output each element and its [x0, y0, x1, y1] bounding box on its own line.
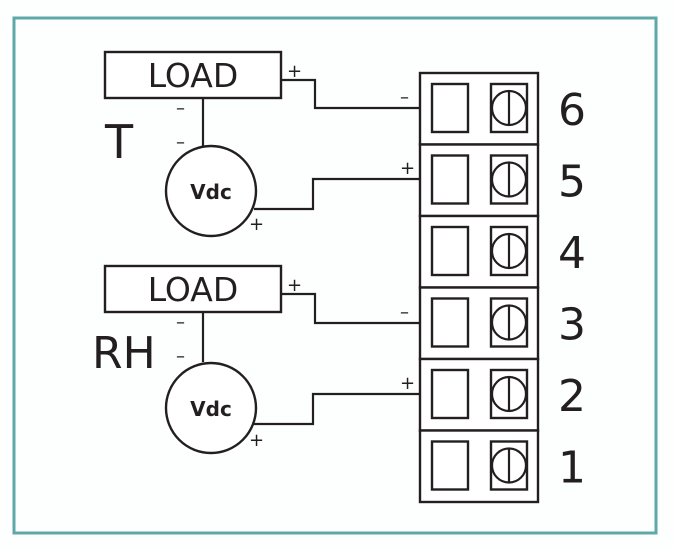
terminal-1-number: 1 — [558, 443, 586, 494]
terminal-4-wire-slot — [430, 225, 470, 277]
terminal-5-number: 5 — [558, 157, 586, 208]
load-minus-sign-rh: – — [176, 312, 185, 333]
vdc-source-t — [164, 144, 258, 238]
source-plus-sign-t: + — [249, 214, 264, 235]
source-minus-sign-t: – — [176, 132, 185, 153]
load-box-t — [103, 50, 283, 100]
terminal-6-sign: – — [400, 87, 409, 108]
wire-source-plus-to-terminal-2 — [254, 392, 420, 426]
vdc-label-t: Vdc — [190, 180, 232, 204]
wire-source-plus-to-terminal-5 — [254, 177, 420, 211]
vdc-source-rh — [164, 361, 258, 455]
terminal-5-sign: + — [400, 158, 415, 179]
load-plus-sign-t: + — [287, 61, 302, 82]
terminal-5-wire-slot — [430, 154, 470, 205]
load-label-t: LOAD — [148, 56, 239, 95]
source-plus-sign-rh: + — [249, 430, 264, 451]
terminal-2-number: 2 — [558, 371, 586, 422]
vdc-label-rh: Vdc — [190, 397, 232, 421]
terminal-2-wire-slot — [430, 368, 470, 420]
wire-load-plus-to-terminal-3 — [281, 292, 420, 325]
circuit-label-rh: RH — [92, 328, 156, 379]
terminal-1-wire-slot — [430, 440, 470, 491]
terminal-block: 6 5 4 3 2 1 — [418, 71, 586, 504]
load-label-rh: LOAD — [148, 270, 239, 309]
terminal-6-number: 6 — [558, 85, 586, 136]
load-plus-sign-rh: + — [287, 275, 302, 296]
terminal-3-number: 3 — [558, 300, 586, 351]
wire-load-plus-to-terminal-6 — [281, 78, 420, 110]
terminal-4-number: 4 — [558, 228, 586, 279]
terminal-3-sign: – — [400, 302, 409, 323]
circuit-rh: LOAD + – RH – Vdc + – + — [92, 264, 420, 455]
load-box-rh — [103, 264, 283, 314]
terminal-6-wire-slot — [430, 82, 470, 134]
circuit-label-t: T — [104, 115, 134, 169]
load-minus-sign-t: – — [176, 98, 185, 119]
terminal-3-wire-slot — [430, 297, 470, 348]
terminal-2-sign: + — [400, 373, 415, 394]
circuit-t: LOAD + – T – Vdc + – + — [103, 50, 420, 238]
diagram-frame — [12, 16, 658, 535]
source-minus-sign-rh: – — [176, 346, 185, 367]
